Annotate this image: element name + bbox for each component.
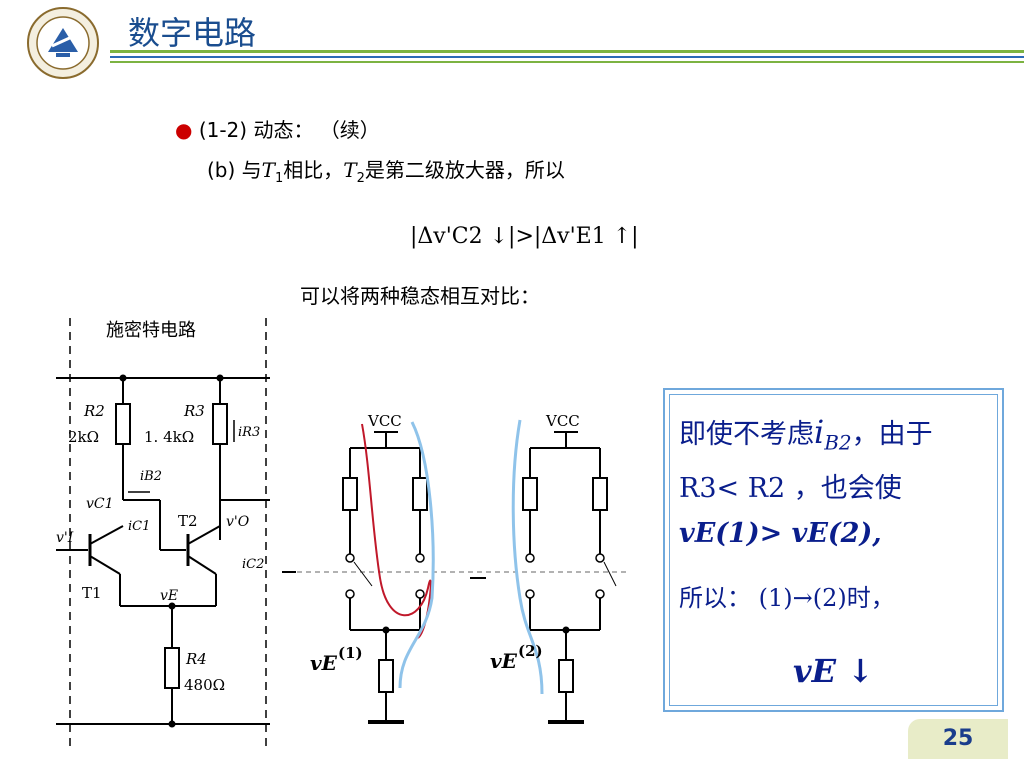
sub-text: (b) 与T1相比，T2是第二级放大器，所以 bbox=[207, 158, 565, 186]
vo-label: v'O bbox=[226, 514, 250, 530]
compare-text: 可以将两种稳态相互对比： bbox=[300, 284, 540, 308]
r3-value: 1. 4kΩ bbox=[144, 428, 194, 446]
vi-label: v'I bbox=[56, 530, 74, 546]
r4-label: R4 bbox=[185, 650, 207, 668]
note-line-1: 即使不考虑iB2，由于 bbox=[679, 413, 933, 455]
vc1-label: vC1 bbox=[86, 496, 114, 512]
ve2-sup: (2) bbox=[518, 642, 543, 660]
t1-label: T1 bbox=[82, 584, 102, 602]
ic2-label: iC2 bbox=[242, 557, 264, 572]
header-divider bbox=[110, 61, 1024, 63]
header-divider bbox=[110, 50, 1024, 53]
t2-label: T2 bbox=[178, 512, 198, 530]
university-logo bbox=[26, 6, 100, 80]
bullet-text: ● (1-2) 动态： （续） bbox=[175, 118, 380, 142]
formula: |Δv'C2 ↓|>|Δv'E1 ↑| bbox=[410, 224, 639, 249]
current-path-blue bbox=[398, 421, 435, 689]
circuit-state-1: VCC vE (1) bbox=[310, 412, 435, 724]
bullet-icon: ● bbox=[175, 118, 193, 142]
note-line-2: R3< R2 ，也会使 bbox=[679, 473, 902, 504]
r2-value: 2kΩ bbox=[68, 428, 99, 446]
vcc-label: VCC bbox=[545, 412, 580, 430]
note-box: 即使不考虑iB2，由于 R3< R2 ，也会使 vE(1)> vE(2), 所以… bbox=[663, 388, 1004, 712]
current-path-blue bbox=[511, 419, 544, 695]
schematic-title: 施密特电路 bbox=[106, 320, 196, 341]
schmitt-schematic: 施密特电路 R2 2kΩ R3 1. 4kΩ iR3 iB2 vC1 iC1 v… bbox=[56, 318, 270, 752]
page-number-box bbox=[908, 719, 1008, 759]
page-title: 数字电路 bbox=[128, 14, 257, 52]
resistor-r2 bbox=[115, 403, 131, 445]
resistor-r4 bbox=[164, 647, 180, 689]
r2-label: R2 bbox=[83, 402, 105, 420]
note-line-4: 所以： (1)→(2)时， bbox=[679, 584, 895, 612]
current-path-red bbox=[361, 423, 432, 639]
note-box-inner bbox=[669, 394, 998, 706]
r4-value: 480Ω bbox=[184, 676, 225, 694]
state-circuits: VCC vE (1) VCC bbox=[282, 412, 630, 724]
vcc-label: VCC bbox=[367, 412, 402, 430]
resistor-r3 bbox=[212, 403, 228, 445]
ic1-label: iC1 bbox=[128, 519, 150, 534]
ir3-label: iR3 bbox=[238, 425, 260, 440]
circuit-state-2: VCC vE (2) bbox=[490, 412, 617, 724]
ve-label: vE bbox=[160, 588, 178, 604]
ve1-sup: (1) bbox=[338, 644, 363, 662]
ib2-label: iB2 bbox=[140, 469, 162, 484]
note-line-5: vE ↓ bbox=[793, 652, 874, 690]
note-line-3: vE(1)> vE(2), bbox=[679, 518, 882, 549]
header-divider bbox=[110, 56, 1024, 58]
ve2-label: vE bbox=[490, 649, 518, 673]
ve1-label: vE bbox=[310, 651, 338, 675]
page-number: 25 bbox=[942, 726, 974, 751]
r3-label: R3 bbox=[183, 402, 205, 420]
